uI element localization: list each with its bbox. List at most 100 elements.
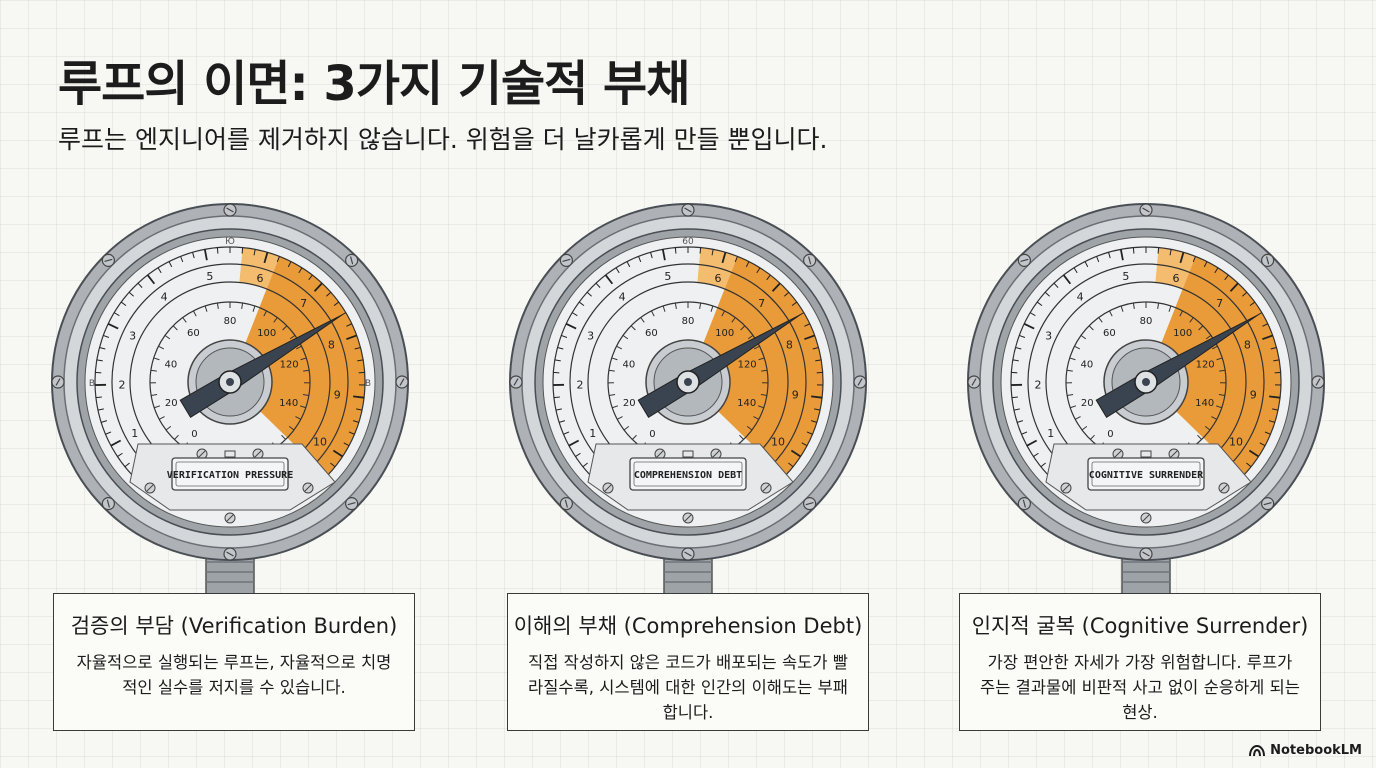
scale-tick <box>604 274 614 285</box>
screw-slot <box>347 502 356 506</box>
scale-tick <box>330 462 336 468</box>
screw-slot <box>226 207 234 213</box>
scale-tick <box>638 256 642 263</box>
scale-tick <box>1259 442 1266 447</box>
card-description: 자율적으로 실행되는 루프는, 자율적으로 치명적인 실수를 저지를 수 있습니… <box>76 653 392 697</box>
outer-tick-label: 6 <box>1172 272 1179 285</box>
inner-tick <box>747 334 754 340</box>
scale-tick <box>582 462 588 468</box>
scale-tick <box>766 274 771 281</box>
scale-tick <box>287 261 292 268</box>
scale-tick <box>575 452 581 457</box>
card-description: 가장 편안한 자세가 가장 위험합니다. 루프가 주는 결과물에 비판적 사고 … <box>980 653 1300 722</box>
gauge-verification-pressure: 012345678910020406080100120140ЮВВ8VERIFI… <box>50 200 410 600</box>
scale-tick <box>661 249 666 261</box>
scale-ring <box>129 281 331 465</box>
inner-tick <box>1189 317 1194 323</box>
outer-tick-label: 8 <box>786 339 793 352</box>
scale-tick <box>1012 359 1019 362</box>
screw-slot <box>762 484 770 492</box>
scale-tick <box>771 282 781 292</box>
label-plate-inner <box>633 461 743 487</box>
scale-tick <box>563 431 570 435</box>
scale-tick <box>113 312 120 317</box>
gauge-needle <box>179 314 342 418</box>
inner-tick <box>1074 345 1081 350</box>
inner-tick <box>632 434 637 440</box>
scale-tick <box>568 439 580 447</box>
outer-tick-label: 9 <box>1250 389 1257 402</box>
label-plate <box>171 457 289 491</box>
screw-slot <box>254 450 262 458</box>
inner-tick <box>288 426 295 431</box>
inner-tick <box>299 405 306 409</box>
inner-tick <box>164 334 171 340</box>
inner-tick <box>710 305 714 312</box>
inner-tick <box>662 305 666 312</box>
scale-tick <box>1273 359 1280 362</box>
inner-tick <box>611 357 618 361</box>
inner-tick-label: 80 <box>1140 316 1153 327</box>
page-title: 루프의 이면: 3가지 기술적 부채 <box>58 56 690 112</box>
screw-slot <box>1020 258 1029 262</box>
inner-tick-label: 120 <box>280 359 299 370</box>
inner-tick <box>216 302 219 310</box>
gauge-plate-label: VERIFICATION PRESSURE <box>167 470 293 481</box>
screw-slot <box>684 514 692 522</box>
screw-slot <box>1022 499 1026 508</box>
scale-tick <box>357 359 364 362</box>
scale-tick <box>107 322 119 330</box>
scale-tick <box>711 249 714 256</box>
inner-tick <box>630 325 636 331</box>
screw-slot <box>604 484 612 492</box>
scale-tick <box>308 274 313 281</box>
inner-tick-label: 80 <box>682 316 695 327</box>
screw-slot <box>564 499 568 508</box>
inner-tick <box>282 325 288 331</box>
screw-slot <box>1263 502 1272 506</box>
outer-tick-label: 8 <box>328 339 335 352</box>
screw-slot <box>226 551 234 557</box>
outer-tick-label: 1 <box>131 427 138 440</box>
scale-tick <box>124 462 130 468</box>
scale-tick <box>353 395 365 399</box>
notebooklm-logo-icon <box>1249 744 1266 756</box>
scale-tick <box>1036 301 1043 307</box>
screw-slot <box>513 378 519 386</box>
inner-tick <box>1067 393 1074 396</box>
inner-tick <box>1098 317 1103 323</box>
gauge-needle <box>1095 314 1258 418</box>
inner-tick <box>761 369 768 372</box>
card-cognitive-surrender: 인지적 굴복 (Cognitive Surrender) 가장 편안한 자세가 … <box>959 593 1321 731</box>
gauge-svg: 012345678910020406080100120140COGNITIVE … <box>967 203 1325 600</box>
scale-tick <box>1248 449 1260 458</box>
scale-tick <box>120 301 127 307</box>
inner-tick <box>151 393 158 396</box>
scale-tick <box>157 267 162 274</box>
scale-tick <box>734 256 738 263</box>
inner-tick <box>241 302 244 310</box>
inner-tick <box>699 302 702 310</box>
inner-tick <box>1088 325 1094 331</box>
scale-tick <box>95 396 102 399</box>
scale-tick <box>168 261 173 268</box>
screw-slot <box>1142 514 1150 522</box>
scale-tick <box>810 420 817 423</box>
scale-tick <box>1073 267 1078 274</box>
inner-tick <box>617 416 623 420</box>
scale-tick <box>1021 431 1028 435</box>
scale-tick <box>559 420 566 423</box>
inner-tick <box>1157 302 1160 310</box>
scale-tick <box>333 301 340 307</box>
inner-tick-label: 60 <box>645 328 658 339</box>
inner-tick <box>1075 416 1081 420</box>
scale-tick <box>1015 346 1022 350</box>
scale-tick <box>595 282 601 288</box>
screw-slot <box>104 258 113 262</box>
scale-tick <box>1203 261 1208 268</box>
scale-tick <box>791 301 798 307</box>
gauge-svg: 012345678910020406080100120140608COMPREH… <box>509 203 867 600</box>
danger-zone <box>1160 256 1281 477</box>
inner-tick <box>1205 334 1212 340</box>
scale-tick <box>326 291 332 297</box>
